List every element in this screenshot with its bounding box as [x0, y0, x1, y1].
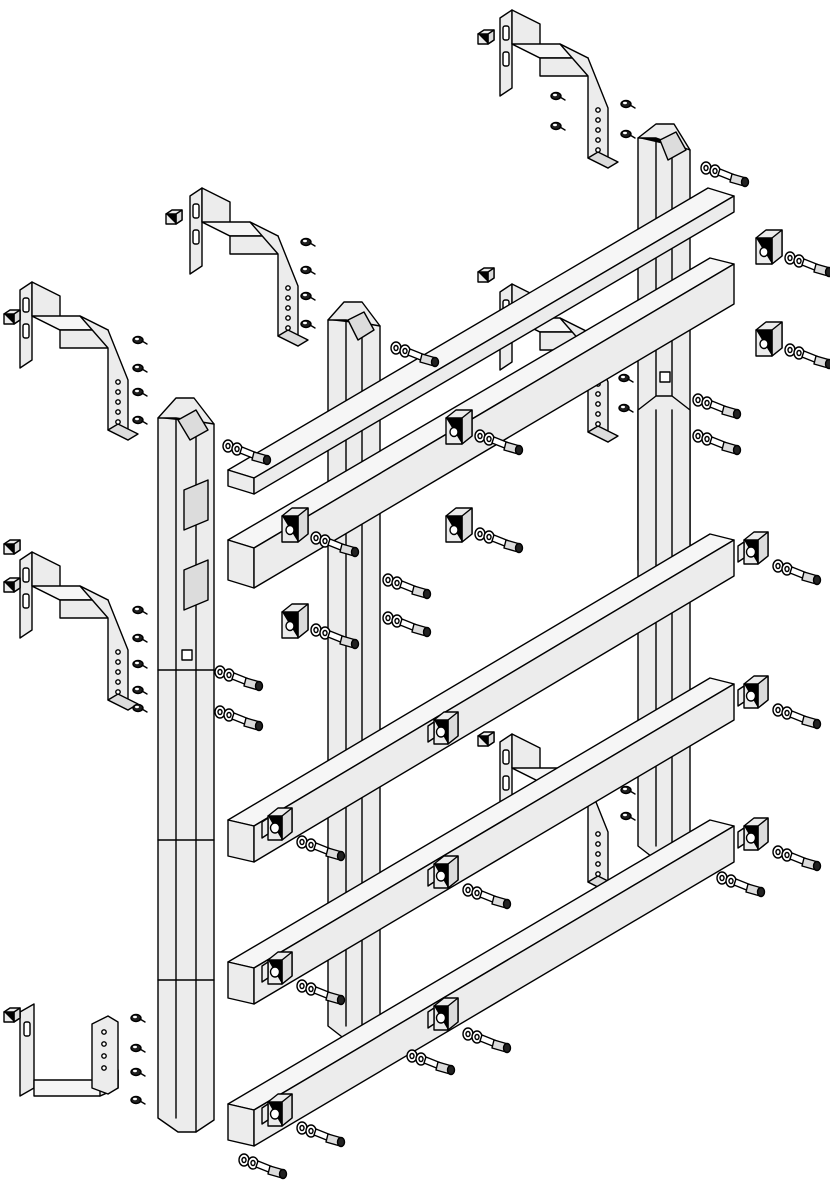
bolt	[784, 343, 830, 370]
bolt-with-washers	[406, 1049, 456, 1076]
mounting-bracket-top	[499, 9, 619, 169]
square-nut	[165, 209, 183, 225]
bolt-with-washers	[382, 611, 432, 638]
bolt	[772, 845, 822, 872]
bolt-with-washers	[700, 161, 750, 188]
busbar-clamp	[737, 817, 769, 851]
bolt-with-washers	[214, 665, 264, 692]
bolt-with-washers	[716, 871, 766, 898]
bolt-with-washers	[382, 573, 432, 600]
clamp-block	[445, 409, 473, 445]
square-nut	[3, 577, 21, 593]
mounting-bracket-upper-left	[189, 187, 309, 347]
busbar-1	[227, 187, 735, 495]
bolt	[462, 883, 512, 910]
bolt-with-washers	[692, 393, 742, 420]
square-nut	[3, 539, 21, 555]
clamp-block	[755, 229, 783, 265]
square-nut	[3, 309, 21, 325]
bolt-with-washers	[238, 1153, 288, 1180]
square-nut	[477, 731, 495, 747]
clamp-block	[755, 321, 783, 357]
bolt	[462, 1027, 512, 1054]
busbar-3	[227, 533, 735, 863]
busbar-2	[227, 257, 735, 589]
bolt	[772, 703, 822, 730]
mounting-bracket-bottom	[19, 1003, 119, 1097]
square-nut	[477, 29, 495, 45]
bolt-with-washers	[692, 429, 742, 456]
busbar-clamp	[737, 531, 769, 565]
bolt	[772, 559, 822, 586]
bolt	[784, 251, 830, 278]
bolt	[474, 527, 524, 554]
mounting-bracket-mid-left	[19, 551, 139, 711]
busbar-clamp	[737, 675, 769, 709]
mounting-bracket-left	[19, 281, 139, 441]
clamp-block	[281, 507, 309, 543]
square-nut	[477, 267, 495, 283]
bolt-with-washers	[214, 705, 264, 732]
vertical-rail-front-left	[157, 397, 215, 1133]
busbar-4	[227, 677, 735, 1005]
busbar-5	[227, 819, 735, 1147]
bolt	[296, 1121, 346, 1148]
clamp-block	[281, 603, 309, 639]
clamp-block	[445, 507, 473, 543]
square-nut	[3, 1007, 21, 1023]
